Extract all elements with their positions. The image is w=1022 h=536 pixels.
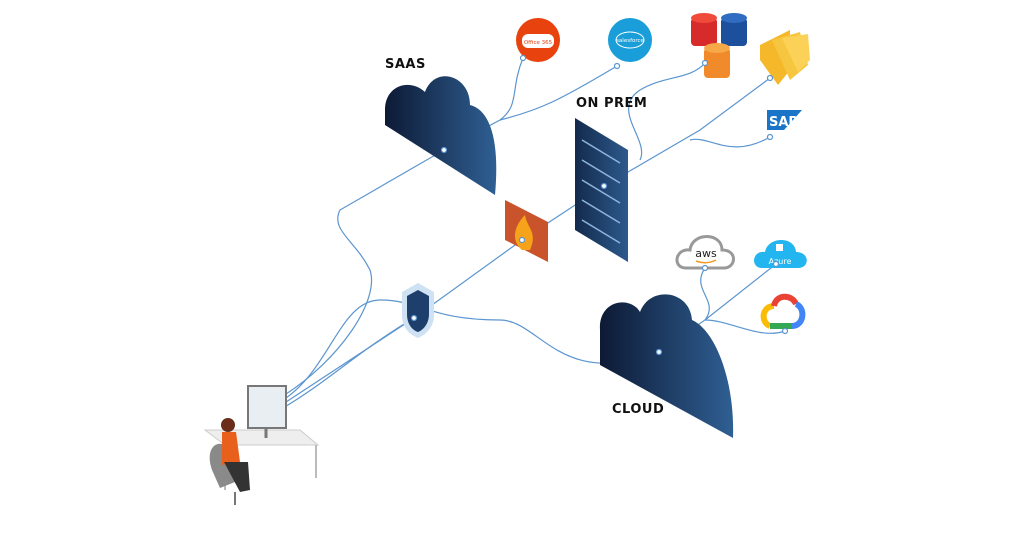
- saas-label: SAAS: [385, 57, 426, 72]
- monitor-icon: [247, 385, 287, 429]
- svg-text:Office 365: Office 365: [524, 40, 553, 46]
- security-shield-icon[interactable]: [402, 283, 434, 338]
- user-at-workstation-illustration: [203, 385, 320, 505]
- salesforce-logo[interactable]: salesforce: [608, 18, 652, 62]
- connection-nodes: [410, 54, 789, 356]
- google-cloud-logo[interactable]: [760, 293, 806, 329]
- svg-text:salesforce: salesforce: [616, 38, 644, 44]
- cloud-provider-cloud[interactable]: [599, 294, 734, 438]
- database-icons[interactable]: [691, 13, 747, 78]
- saas-cloud[interactable]: [385, 76, 497, 195]
- svg-text:aws: aws: [695, 247, 717, 260]
- on-prem-server-icon[interactable]: [575, 118, 628, 262]
- aws-logo[interactable]: aws: [675, 235, 735, 270]
- azure-logo[interactable]: Azure: [754, 240, 807, 268]
- connection-lines: [282, 57, 786, 409]
- folders-icon[interactable]: [760, 30, 810, 85]
- on-prem-label: ON PREM: [576, 96, 648, 111]
- firewall-icon[interactable]: [505, 200, 548, 262]
- office365-logo[interactable]: Office 365: [516, 18, 560, 62]
- svg-text:Azure: Azure: [769, 257, 792, 266]
- cloud-label: CLOUD: [612, 402, 665, 417]
- svg-text:SAP: SAP: [769, 115, 798, 130]
- sap-logo[interactable]: SAP: [767, 110, 802, 130]
